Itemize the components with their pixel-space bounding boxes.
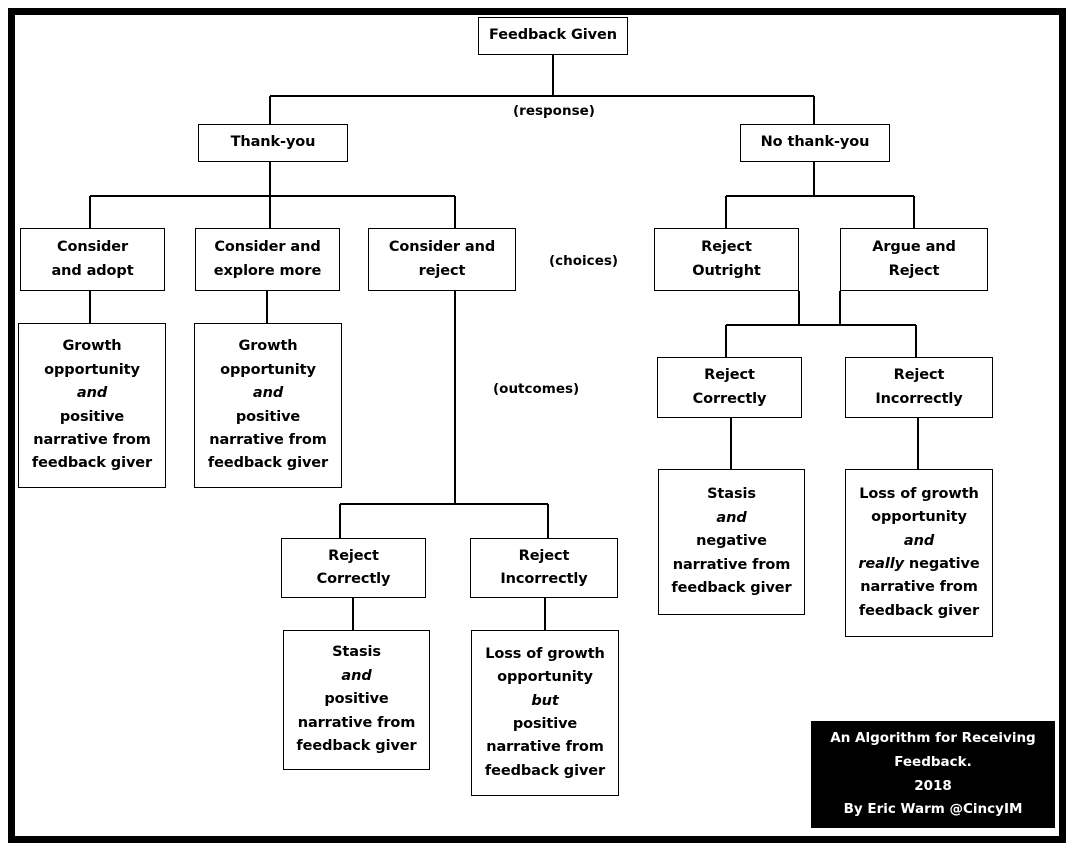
outcome-line-2: opportunity [497,669,593,686]
outcome-line-6: feedback giver [858,602,980,619]
node-feedback-given[interactable]: Feedback Given [478,17,628,55]
node-label-line-2: explore more [213,262,322,279]
outcome-line-2: opportunity [220,361,316,378]
outcome-line-5: feedback giver [671,580,792,597]
outcome-line-1: Growth [238,338,298,355]
node-label-line-2: Outright [692,262,761,279]
outcome-line-3: and [76,385,108,402]
outcome-line-4: positive [59,408,125,425]
caption-line-4: By Eric Warm @CincyIM [843,801,1023,818]
node-label-line-2: and adopt [51,262,134,279]
outcome-line-1: Loss of growth [485,645,605,662]
node-outcome-loss-really-negative[interactable]: Loss of growth opportunity and really ne… [845,469,993,637]
node-label: Feedback Given [489,27,617,44]
outcome-line-6: feedback giver [484,762,606,779]
node-label-line-1: Consider and [214,239,321,256]
outcome-line-6: feedback giver [207,455,329,472]
node-label-line-2: Incorrectly [500,571,588,587]
node-label-line-1: Reject [704,367,755,384]
node-label-line-2: Correctly [316,571,391,587]
outcome-line-3: and [903,532,935,549]
outcome-line-2: opportunity [871,509,967,526]
caption-line-2: Feedback. [894,753,972,770]
annotation-outcomes: (outcomes) [493,381,580,397]
outcome-line-2: opportunity [44,361,140,378]
caption-line-1: An Algorithm for Receiving [830,730,1036,747]
outcome-line-3: positive [324,691,389,708]
outcome-line-5: narrative from [33,431,151,448]
outcome-line-4: positive [235,408,301,425]
node-label: Thank-you [230,134,316,151]
outcome-line-5: narrative from [486,739,604,756]
node-label-line-2: Reject [888,262,940,279]
annotation-response: (response) [513,103,595,119]
node-reject-incorrectly-right[interactable]: Reject Incorrectly [845,357,993,418]
outcome-line-1: Growth [62,338,122,355]
node-outcome-growth-positive-adopt[interactable]: Growth opportunity and positive narrativ… [18,323,166,488]
node-consider-and-adopt[interactable]: Consider and adopt [20,228,165,291]
caption-line-3: 2018 [914,777,952,794]
node-no-thank-you[interactable]: No thank-you [740,124,890,162]
node-consider-and-reject[interactable]: Consider and reject [368,228,516,291]
node-outcome-stasis-negative[interactable]: Stasis and negative narrative from feedb… [658,469,805,615]
node-consider-and-explore-more[interactable]: Consider and explore more [195,228,340,291]
outcome-line-4: narrative from [672,556,791,573]
outcome-line-2: and [716,509,747,526]
outcome-line-5: narrative from [209,431,327,448]
outcome-line-1: Stasis [332,644,381,661]
outcome-line-4: positive [512,716,578,732]
annotation-choices: (choices) [549,253,619,269]
node-outcome-growth-positive-explore[interactable]: Growth opportunity and positive narrativ… [194,323,342,488]
outcome-line-4: really negative [858,553,979,576]
node-reject-incorrectly-left[interactable]: Reject Incorrectly [470,538,618,598]
outcome-line-5: narrative from [860,579,978,596]
outcome-line-4-italic-word: really [858,556,904,572]
node-outcome-loss-but-positive[interactable]: Loss of growth opportunity but positive … [471,630,619,796]
node-label-line-1: Reject [328,547,379,564]
node-label-line-1: Reject [518,547,570,564]
outcome-line-4-rest: negative [903,556,980,572]
outcome-line-3: but [531,692,559,709]
outcome-line-4: narrative from [297,714,416,731]
node-reject-correctly-left[interactable]: Reject Correctly [281,538,426,598]
node-label: No thank-you [760,134,870,151]
node-label-line-1: Reject [701,239,752,256]
outcome-line-3: and [252,385,284,402]
outcome-line-1: Stasis [707,486,756,503]
node-argue-and-reject[interactable]: Argue and Reject [840,228,988,291]
node-thank-you[interactable]: Thank-you [198,124,348,162]
outcome-line-6: feedback giver [31,455,153,472]
outcome-line-3: negative [696,533,767,550]
node-label-line-1: Consider [56,239,129,256]
node-label-line-2: Correctly [692,390,767,407]
node-outcome-stasis-positive[interactable]: Stasis and positive narrative from feedb… [283,630,430,770]
caption-block: An Algorithm for Receiving Feedback. 201… [811,721,1055,828]
outcome-line-1: Loss of growth [859,485,979,502]
outcome-line-5: feedback giver [296,738,417,755]
node-label-line-2: Incorrectly [875,390,963,407]
node-label-line-1: Consider and [388,239,496,256]
node-label-line-2: reject [418,262,466,279]
node-reject-correctly-right[interactable]: Reject Correctly [657,357,802,418]
outcome-line-2: and [341,667,372,684]
node-label-line-1: Argue and [872,239,956,256]
node-reject-outright[interactable]: Reject Outright [654,228,799,291]
node-label-line-1: Reject [893,367,945,384]
